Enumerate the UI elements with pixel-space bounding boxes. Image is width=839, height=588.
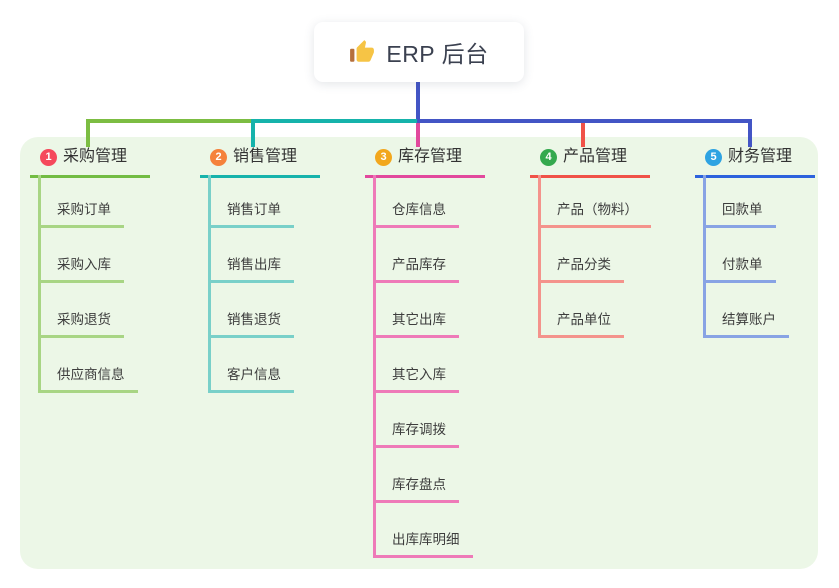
child-row: 付款单 [695, 228, 839, 283]
child-node[interactable]: 采购退货 [38, 308, 124, 338]
branch-children: 销售订单 销售出库 销售退货 客户信息 [200, 173, 372, 393]
connector-horizontal-finance [417, 119, 752, 123]
branch-children: 采购订单 采购入库 采购退货 供应商信息 [30, 173, 202, 393]
child-row: 销售出库 [200, 228, 372, 283]
child-row: 销售订单 [200, 173, 372, 228]
child-row: 其它入库 [365, 338, 537, 393]
child-row: 产品库存 [365, 228, 537, 283]
branch-children: 产品（物料） 产品分类 产品单位 [530, 173, 702, 338]
child-node[interactable]: 产品（物料） [538, 198, 651, 228]
child-node[interactable]: 客户信息 [208, 363, 294, 393]
child-node[interactable]: 产品分类 [538, 253, 624, 283]
child-row: 产品单位 [530, 283, 702, 338]
branch-underline [530, 175, 650, 178]
child-node[interactable]: 库存调拨 [373, 418, 459, 448]
branch-badge-3: 3 [375, 149, 392, 166]
branch-badge-4: 4 [540, 149, 557, 166]
root-title: ERP 后台 [386, 41, 489, 67]
child-node[interactable]: 销售出库 [208, 253, 294, 283]
branch-children: 仓库信息 产品库存 其它出库 其它入库 库存调拨 库存盘点 出库库明细 [365, 173, 537, 558]
branch-underline [30, 175, 150, 178]
branch-trunk-line [208, 175, 211, 393]
branch-title-finance[interactable]: 财务管理 [728, 148, 793, 165]
child-node[interactable]: 其它入库 [373, 363, 459, 393]
connector-drop-product [581, 123, 585, 147]
child-row: 出库库明细 [365, 503, 537, 558]
branch-badge-1: 1 [40, 149, 57, 166]
branch-underline [365, 175, 485, 178]
child-node[interactable]: 产品库存 [373, 253, 459, 283]
child-row: 结算账户 [695, 283, 839, 338]
branch-children: 回款单 付款单 结算账户 [695, 173, 839, 338]
connector-drop-purchase [86, 119, 90, 147]
branch-title-purchase[interactable]: 采购管理 [63, 148, 128, 165]
child-node[interactable]: 采购订单 [38, 198, 124, 228]
connector-horizontal-purchase [86, 119, 253, 123]
child-row: 采购入库 [30, 228, 202, 283]
child-row: 回款单 [695, 173, 839, 228]
child-node[interactable]: 库存盘点 [373, 473, 459, 503]
child-row: 客户信息 [200, 338, 372, 393]
child-node[interactable]: 供应商信息 [38, 363, 138, 393]
child-row: 采购退货 [30, 283, 202, 338]
child-node[interactable]: 采购入库 [38, 253, 124, 283]
child-row: 库存盘点 [365, 448, 537, 503]
child-node[interactable]: 其它出库 [373, 308, 459, 338]
branch-title-inventory[interactable]: 库存管理 [398, 148, 463, 165]
branch-trunk-line [38, 175, 41, 393]
child-row: 产品（物料） [530, 173, 702, 228]
branch-underline [695, 175, 815, 178]
child-row: 产品分类 [530, 228, 702, 283]
child-row: 库存调拨 [365, 393, 537, 448]
child-node[interactable]: 付款单 [703, 253, 776, 283]
branch-trunk-line [538, 175, 541, 338]
child-row: 其它出库 [365, 283, 537, 338]
branch-underline [200, 175, 320, 178]
connector-root-vertical [416, 80, 420, 121]
branch-title-product[interactable]: 产品管理 [563, 148, 628, 165]
branch-badge-2: 2 [210, 149, 227, 166]
connector-horizontal-sales [251, 119, 419, 123]
root-node[interactable]: ERP 后台 [314, 22, 524, 82]
child-node[interactable]: 销售退货 [208, 308, 294, 338]
thumbs-up-icon [350, 40, 375, 62]
branch-trunk-line [703, 175, 706, 338]
child-row: 销售退货 [200, 283, 372, 338]
branch-badge-5: 5 [705, 149, 722, 166]
child-row: 采购订单 [30, 173, 202, 228]
child-node[interactable]: 销售订单 [208, 198, 294, 228]
child-node[interactable]: 出库库明细 [373, 528, 473, 558]
connector-drop-inventory [416, 123, 420, 147]
branch-trunk-line [373, 175, 376, 558]
child-node[interactable]: 产品单位 [538, 308, 624, 338]
connector-drop-finance [748, 119, 752, 147]
child-row: 仓库信息 [365, 173, 537, 228]
child-node[interactable]: 回款单 [703, 198, 776, 228]
child-row: 供应商信息 [30, 338, 202, 393]
connector-drop-sales [251, 119, 255, 147]
child-node[interactable]: 仓库信息 [373, 198, 459, 228]
branch-title-sales[interactable]: 销售管理 [233, 148, 298, 165]
branches-panel [20, 137, 818, 569]
child-node[interactable]: 结算账户 [703, 308, 789, 338]
